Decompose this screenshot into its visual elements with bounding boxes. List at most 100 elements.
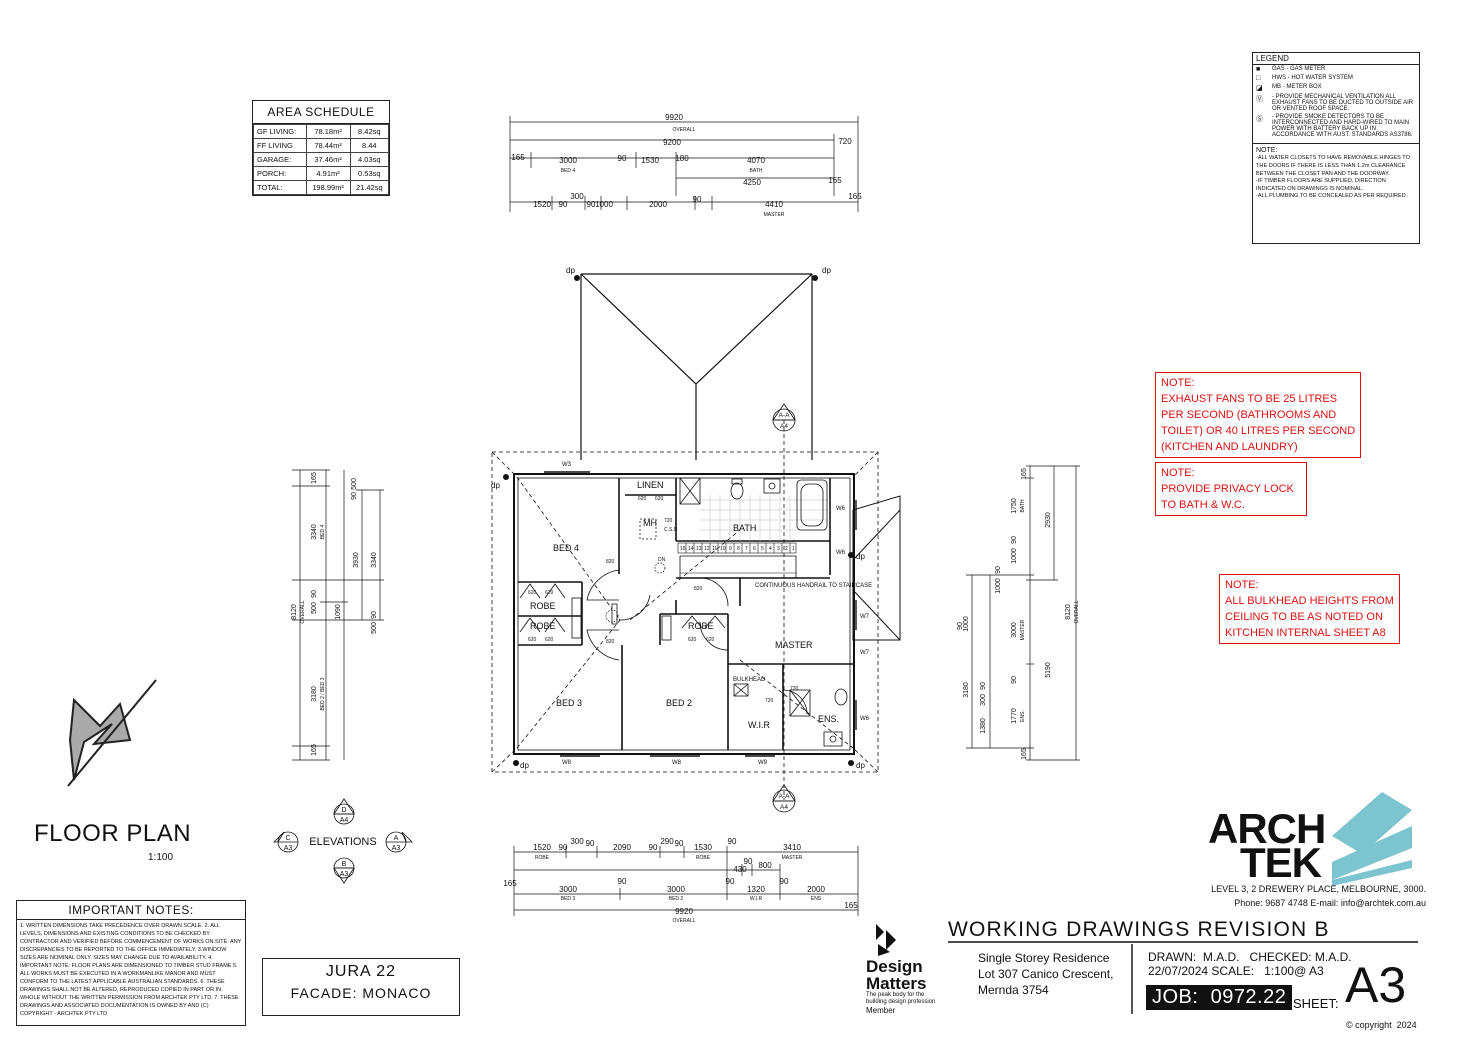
window-label: W6 [860,716,870,722]
dim-text: ENS. [1020,710,1026,722]
dim-text: 9920 [675,907,693,916]
elev-a-sheet: A3 [392,845,401,852]
dim-text: MASTER [782,855,803,861]
dim-text: OVERALL [300,600,306,623]
stair-number: 13 [696,546,702,552]
elev-c: C [285,835,290,842]
dim-text: 165 [503,879,517,888]
dim-text: 90 [587,200,596,209]
window-label: W6 [836,506,846,512]
dim-text: 165 [311,744,318,756]
archtek-address: LEVEL 3, 2 DREWERY PLACE, MELBOURNE, 300… [1210,882,1426,910]
note-line: KITCHEN INTERNAL SHEET A8 [1225,627,1386,639]
sheet-value: A3 [1345,957,1407,1013]
elev-b-sheet: A3 [340,871,349,878]
legend-note: -ALL PLUMBING TO BE CONCEALED AS PER REQ… [1256,193,1408,200]
note-line: EXHAUST FANS TO BE 25 LITRES [1161,393,1338,405]
area-sq: 21.42sq [349,180,390,195]
door-dim: 720 [765,698,774,704]
archtek-logo-icon [1332,792,1412,886]
dim-text: 3000 [559,885,577,894]
floor-plan-scale: 1:100 [148,852,174,863]
legend: LEGEND ■GAS - GAS METER □HWS - HOT WATER… [1252,52,1420,244]
dim-text: BATH [750,168,763,174]
room-labels: BED 4 BED 3 BED 2 BATH MASTER W.I.R ENS.… [530,480,872,730]
project-line: Lot 307 Canico Crescent, [978,967,1114,981]
section-sheet: A4 [780,804,788,811]
dim-text: 1750 [1011,498,1018,514]
window-label: W7 [860,614,870,620]
dim-text: 90 [371,611,378,619]
windows [544,471,857,757]
dim-text: 500 [351,478,358,490]
room-label-bed3: BED 3 [556,698,582,708]
hot-water-icon: □ [1256,75,1261,82]
legend-item: Ⓥ- PROVIDE MECHANICAL VENTILATION ALL EX… [1253,93,1419,113]
ens-basin-icon [823,731,843,747]
bath-fixtures [639,477,848,747]
legend-item: Ⓢ- PROVIDE SMOKE DETECTORS TO BE INTERCO… [1253,113,1419,139]
dim-text: 90 [675,839,684,848]
design-matters-icon [876,924,896,956]
dim-text: 1090 [335,604,342,620]
stair-number: 14 [688,546,694,552]
title-block-lines [948,941,1418,1014]
archtek-logo: ARCH TEK [1208,808,1326,884]
stair-number: 5 [761,546,764,552]
stair-number: 1 [792,546,795,552]
roof-hip-lines [491,420,879,800]
bottom-dimensions [513,846,859,916]
floor-plan-title: FLOOR PLAN [34,820,192,847]
dim-text: 8120 [291,604,298,620]
stair-number: 15 [680,546,686,552]
dim-text: OVERALL [1074,600,1080,623]
legend-note: -ALL WATER CLOSETS TO HAVE REMOVABLE HIN… [1256,155,1410,177]
downpipe-labels: dp dp dp dp dp dp [491,266,865,770]
downpipe-icon [503,474,509,480]
dim-text: OVERALL [672,918,695,924]
note-line: (KITCHEN AND LAUNDRY) [1161,441,1298,453]
dim-text: OVERALL [672,127,695,133]
dim-text: 1530 [641,156,659,165]
note-line: ALL BULKHEAD HEIGHTS FROM [1225,595,1394,607]
dim-text: MASTER [764,212,785,218]
robe-doors [519,583,726,641]
dim-text: 1320 [747,885,765,894]
dim-text: BED 4 [320,525,326,540]
dim-text: 90 [995,566,1002,574]
stair-number: 2 [785,546,788,552]
note-line: CEILING TO BE AS NOTED ON [1225,611,1383,623]
stair-numbers: 15 14 13 12 11 10 9 8 7 6 5 4 3 2 1 [680,546,795,552]
dm-line1: Design [866,957,923,976]
dim-text: BED 2 [669,896,684,902]
legend-title: LEGEND [1253,53,1419,65]
dim-text: 90 [728,837,737,846]
smoke-detector-icon [654,562,666,574]
dim-text: 4070 [747,156,765,165]
legend-text: - PROVIDE SMOKE DETECTORS TO BE INTERCON… [1272,114,1413,138]
dp-label: dp [856,761,865,770]
room-label-wir: W.I.R [748,720,770,730]
dim-text: 2090 [613,843,631,852]
house-name-box: JURA 22 FACADE: MONACO [262,958,460,1016]
stair-number: 8 [737,546,740,552]
dim-text: 8120 [1065,604,1072,620]
meter-box-icon: ◪ [1256,85,1263,92]
note-line: PROVIDE PRIVACY LOCK [1161,483,1294,495]
legend-item: ◪ MB - METER BOX [1253,83,1419,93]
dim-text: 1770 [1011,708,1018,724]
internal-walls [518,478,853,750]
date-scale: 22/07/2024 SCALE: 1:100@ A3 [1148,964,1324,978]
stair-number: 6 [753,546,756,552]
drawn-checked: DRAWN: M.A.D. CHECKED: M.A.D. 22/07/2024… [1148,950,1352,978]
stair-note: CONTINUOUS HANDRAIL TO STAIRCASE [755,583,872,589]
note-line: NOTE: [1161,377,1195,389]
door-dim: 620 [688,637,697,643]
dim-text: 9920 [665,113,683,122]
dim-text: 90 [351,492,358,500]
dim-text: 90 [586,839,595,848]
note-line: PER SECOND (BATHROOMS AND [1161,409,1337,421]
downpipe-icon [812,275,818,281]
legend-text: GAS - GAS METER [1272,66,1326,72]
legend-text: MB - METER BOX [1272,84,1322,90]
